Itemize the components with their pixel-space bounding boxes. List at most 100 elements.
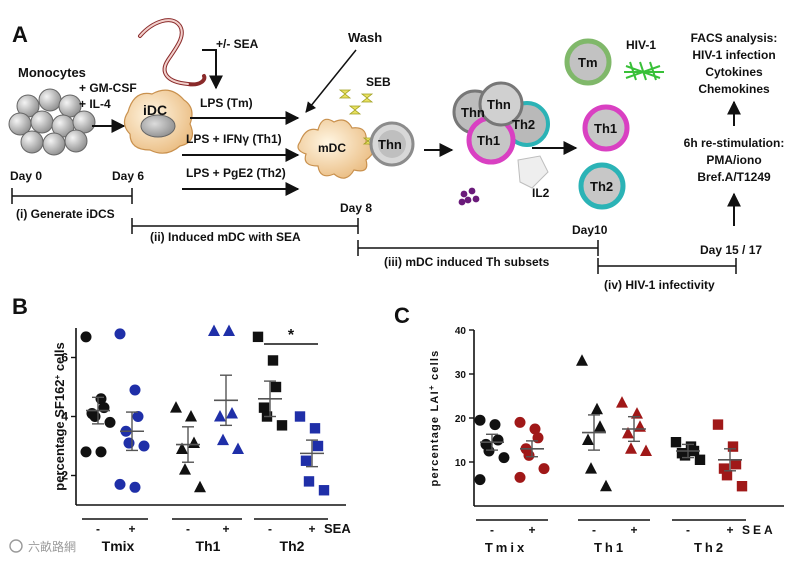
data-point-Th2-plus: [736, 481, 748, 492]
data-point-Tmix-plus: [114, 478, 126, 490]
schistosome-highlight: [139, 19, 189, 85]
data-point-Tmix-plus: [532, 432, 544, 444]
monocyte-cluster: [8, 88, 96, 156]
restim-text: 6h re-stimulation: PMA/iono Bref.A/T1249: [684, 136, 785, 184]
data-point-Th2-plus: [730, 459, 742, 470]
y-tick-label: 40: [455, 326, 467, 337]
data-point-Th1-plus: [622, 426, 634, 439]
data-point-Tmix-minus: [489, 419, 501, 431]
step2-label: (ii) Induced mDC with SEA: [150, 230, 301, 244]
data-point-Th2-plus: [303, 476, 315, 487]
watermark-text: 六畝路網: [28, 539, 76, 554]
panel-a-letter: A: [12, 22, 28, 47]
group-label: Th1: [196, 538, 221, 554]
day10-label: Day10: [572, 223, 608, 237]
data-point-Th1-plus: [223, 324, 235, 336]
step1-label: (i) Generate iDCS: [16, 207, 115, 221]
data-point-Th2-plus: [309, 423, 321, 434]
data-point-Tmix-plus: [138, 440, 150, 452]
restim-line-1: 6h re-stimulation:: [684, 136, 785, 150]
day8-label: Day 8: [340, 201, 372, 215]
condition-label-minus: -: [592, 523, 596, 537]
data-point-Th1-minus: [188, 436, 200, 449]
condition-name-label: SEA: [324, 521, 351, 536]
y-tick-label: 4: [61, 410, 68, 424]
group-label: Tmix: [102, 538, 135, 554]
data-point-Th1-minus: [582, 433, 594, 445]
wash-label: Wash: [348, 30, 382, 45]
data-point-Tmix-minus: [95, 446, 107, 458]
y-axis-label: percentage SF162+ cells: [52, 342, 67, 490]
facs-line-3: Cytokines: [705, 65, 763, 79]
y-tick-label: 10: [455, 458, 467, 469]
mdc-cell: [297, 118, 374, 179]
condition-label-minus: -: [686, 523, 690, 537]
data-point-Th1-plus: [640, 444, 652, 456]
il4-label: + IL-4: [79, 97, 111, 111]
condition-label-plus: +: [308, 522, 315, 536]
day15-label: Day 15 / 17: [700, 243, 762, 257]
il2-label: IL2: [532, 186, 550, 200]
tm-label: Tm: [578, 55, 598, 70]
monocytes-label: Monocytes: [18, 65, 86, 80]
panel-b-letter: B: [12, 294, 28, 319]
data-point-Tmix-plus: [132, 411, 144, 422]
data-point-Tmix-minus: [89, 411, 101, 422]
data-point-Th1-minus: [594, 420, 606, 432]
condition-label-plus: +: [630, 523, 637, 537]
data-point-Th2-plus: [721, 470, 733, 481]
data-point-Tmix-minus: [492, 434, 504, 446]
idc-label: iDC: [143, 102, 167, 118]
data-point-Th1-plus: [625, 442, 637, 454]
condition-label-minus: -: [268, 522, 272, 536]
data-point-Tmix-plus: [114, 328, 126, 340]
data-point-Th1-plus: [232, 442, 244, 454]
data-point-Th2-minus: [679, 450, 691, 461]
data-point-Tmix-plus: [129, 384, 141, 396]
data-point-Th1-plus: [214, 410, 226, 422]
group-label: Th1: [594, 540, 626, 555]
data-point-Tmix-minus: [474, 414, 486, 426]
th2-label: Th2: [590, 179, 613, 194]
data-point-Th2-plus: [312, 440, 324, 452]
condition-label-minus: -: [490, 523, 494, 537]
th-cluster: [452, 81, 550, 165]
group-label: Tmix: [485, 540, 527, 555]
condition-label-minus: -: [186, 522, 190, 536]
thn-label-b: Thn: [461, 105, 485, 120]
data-point-Tmix-plus: [529, 423, 541, 435]
data-point-Th2-plus: [318, 485, 330, 496]
condition-label-minus: -: [96, 522, 100, 536]
thn-cell-a: [369, 121, 415, 167]
data-point-Th2-plus: [300, 455, 312, 466]
data-point-Th1-plus: [208, 324, 220, 336]
th1-label: Th1: [594, 121, 617, 136]
data-point-Tmix-plus: [538, 463, 550, 475]
hiv-label: HIV-1: [626, 38, 656, 52]
facs-line-2: HIV-1 infection: [692, 48, 775, 62]
data-point-Th1-minus: [179, 463, 191, 475]
data-point-Tmix-plus: [514, 416, 526, 428]
data-point-Tmix-minus: [483, 445, 495, 457]
facs-line-4: Chemokines: [698, 82, 770, 96]
data-point-Th2-plus: [718, 463, 730, 474]
data-point-Th1-plus: [616, 396, 628, 408]
data-point-Tmix-plus: [123, 437, 135, 449]
condition-label-plus: +: [528, 523, 535, 537]
data-point-Tmix-plus: [129, 481, 141, 493]
th1-label-cluster: Th1: [477, 133, 500, 148]
data-point-Th1-plus: [634, 420, 646, 432]
day0-label: Day 0: [10, 169, 42, 183]
data-point-Th1-minus: [585, 462, 597, 474]
data-point-Th2-plus: [712, 419, 724, 430]
day6-label: Day 6: [112, 169, 144, 183]
thn-label-c: Thn: [487, 97, 511, 112]
arrow-wash: [305, 49, 357, 113]
y-tick-label: 20: [455, 414, 467, 425]
data-point-Th1-minus: [591, 402, 603, 415]
data-point-Th2-plus: [294, 411, 306, 422]
watermark-logo-icon: [9, 539, 23, 553]
data-point-Tmix-minus: [104, 416, 116, 428]
